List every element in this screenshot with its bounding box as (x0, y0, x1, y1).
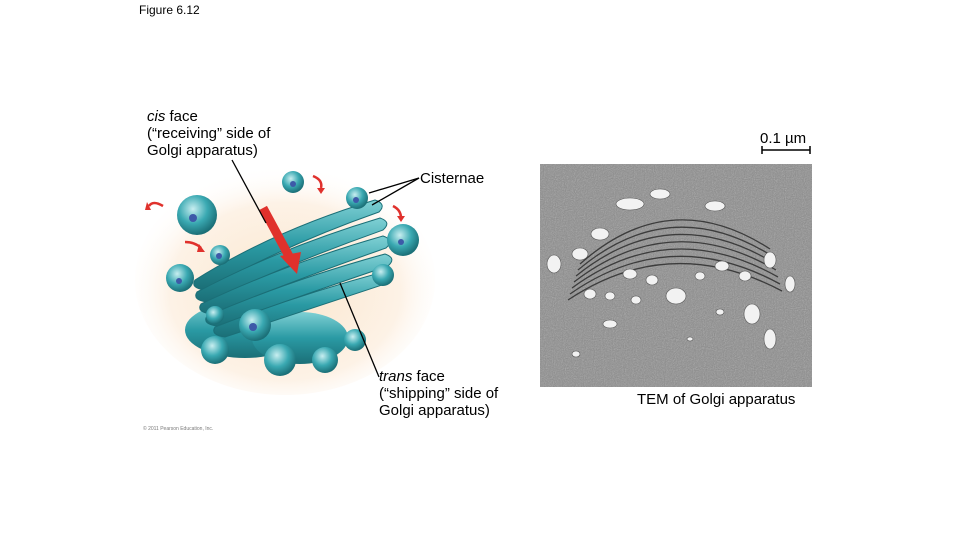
arrowhead (145, 202, 151, 210)
vesicle (282, 171, 304, 193)
cis-to-trans-arrow (259, 205, 301, 274)
curved-arrow (312, 174, 323, 189)
vesicle (239, 309, 271, 341)
scale-bar-label: 0.1 µm (760, 130, 807, 147)
vesicle (372, 264, 394, 286)
arrowhead (397, 216, 405, 222)
cisternae-label: Cisternae (420, 170, 485, 187)
vesicle (177, 195, 217, 235)
vesicle (346, 187, 368, 209)
vesicle (166, 264, 194, 292)
golgi-illustration (135, 165, 435, 395)
vesicle (210, 245, 230, 265)
curved-arrow (147, 201, 164, 208)
arrowhead (197, 244, 205, 252)
scale-bar (761, 146, 811, 154)
tem-micrograph (540, 164, 812, 387)
em-cisternae (567, 219, 783, 301)
figure-title: Figure 6.12 (139, 3, 200, 17)
cis-face-label: cis face (“receiving” side of Golgi appa… (147, 108, 270, 159)
tem-caption: TEM of Golgi apparatus (637, 391, 796, 408)
copyright-notice: © 2011 Pearson Education, Inc. (143, 426, 214, 432)
trans-face-label: trans face (“shipping” side of Golgi app… (379, 368, 498, 419)
trans-face-line2: (“shipping” side of (379, 385, 499, 402)
cis-face-line2: (“receiving” side of (147, 125, 271, 142)
trans-face-italic: trans (379, 368, 413, 385)
arrowhead (317, 188, 325, 194)
cis-face-line3: Golgi apparatus) (147, 142, 258, 159)
cis-face-word: face (165, 108, 198, 125)
transport-vesicles (166, 171, 419, 341)
trans-face-line3: Golgi apparatus) (379, 402, 490, 419)
trans-face-word: face (412, 368, 445, 385)
vesicle (206, 306, 224, 324)
em-vesicles (546, 188, 796, 358)
cis-face-italic: cis (147, 108, 166, 125)
vesicle (387, 224, 419, 256)
